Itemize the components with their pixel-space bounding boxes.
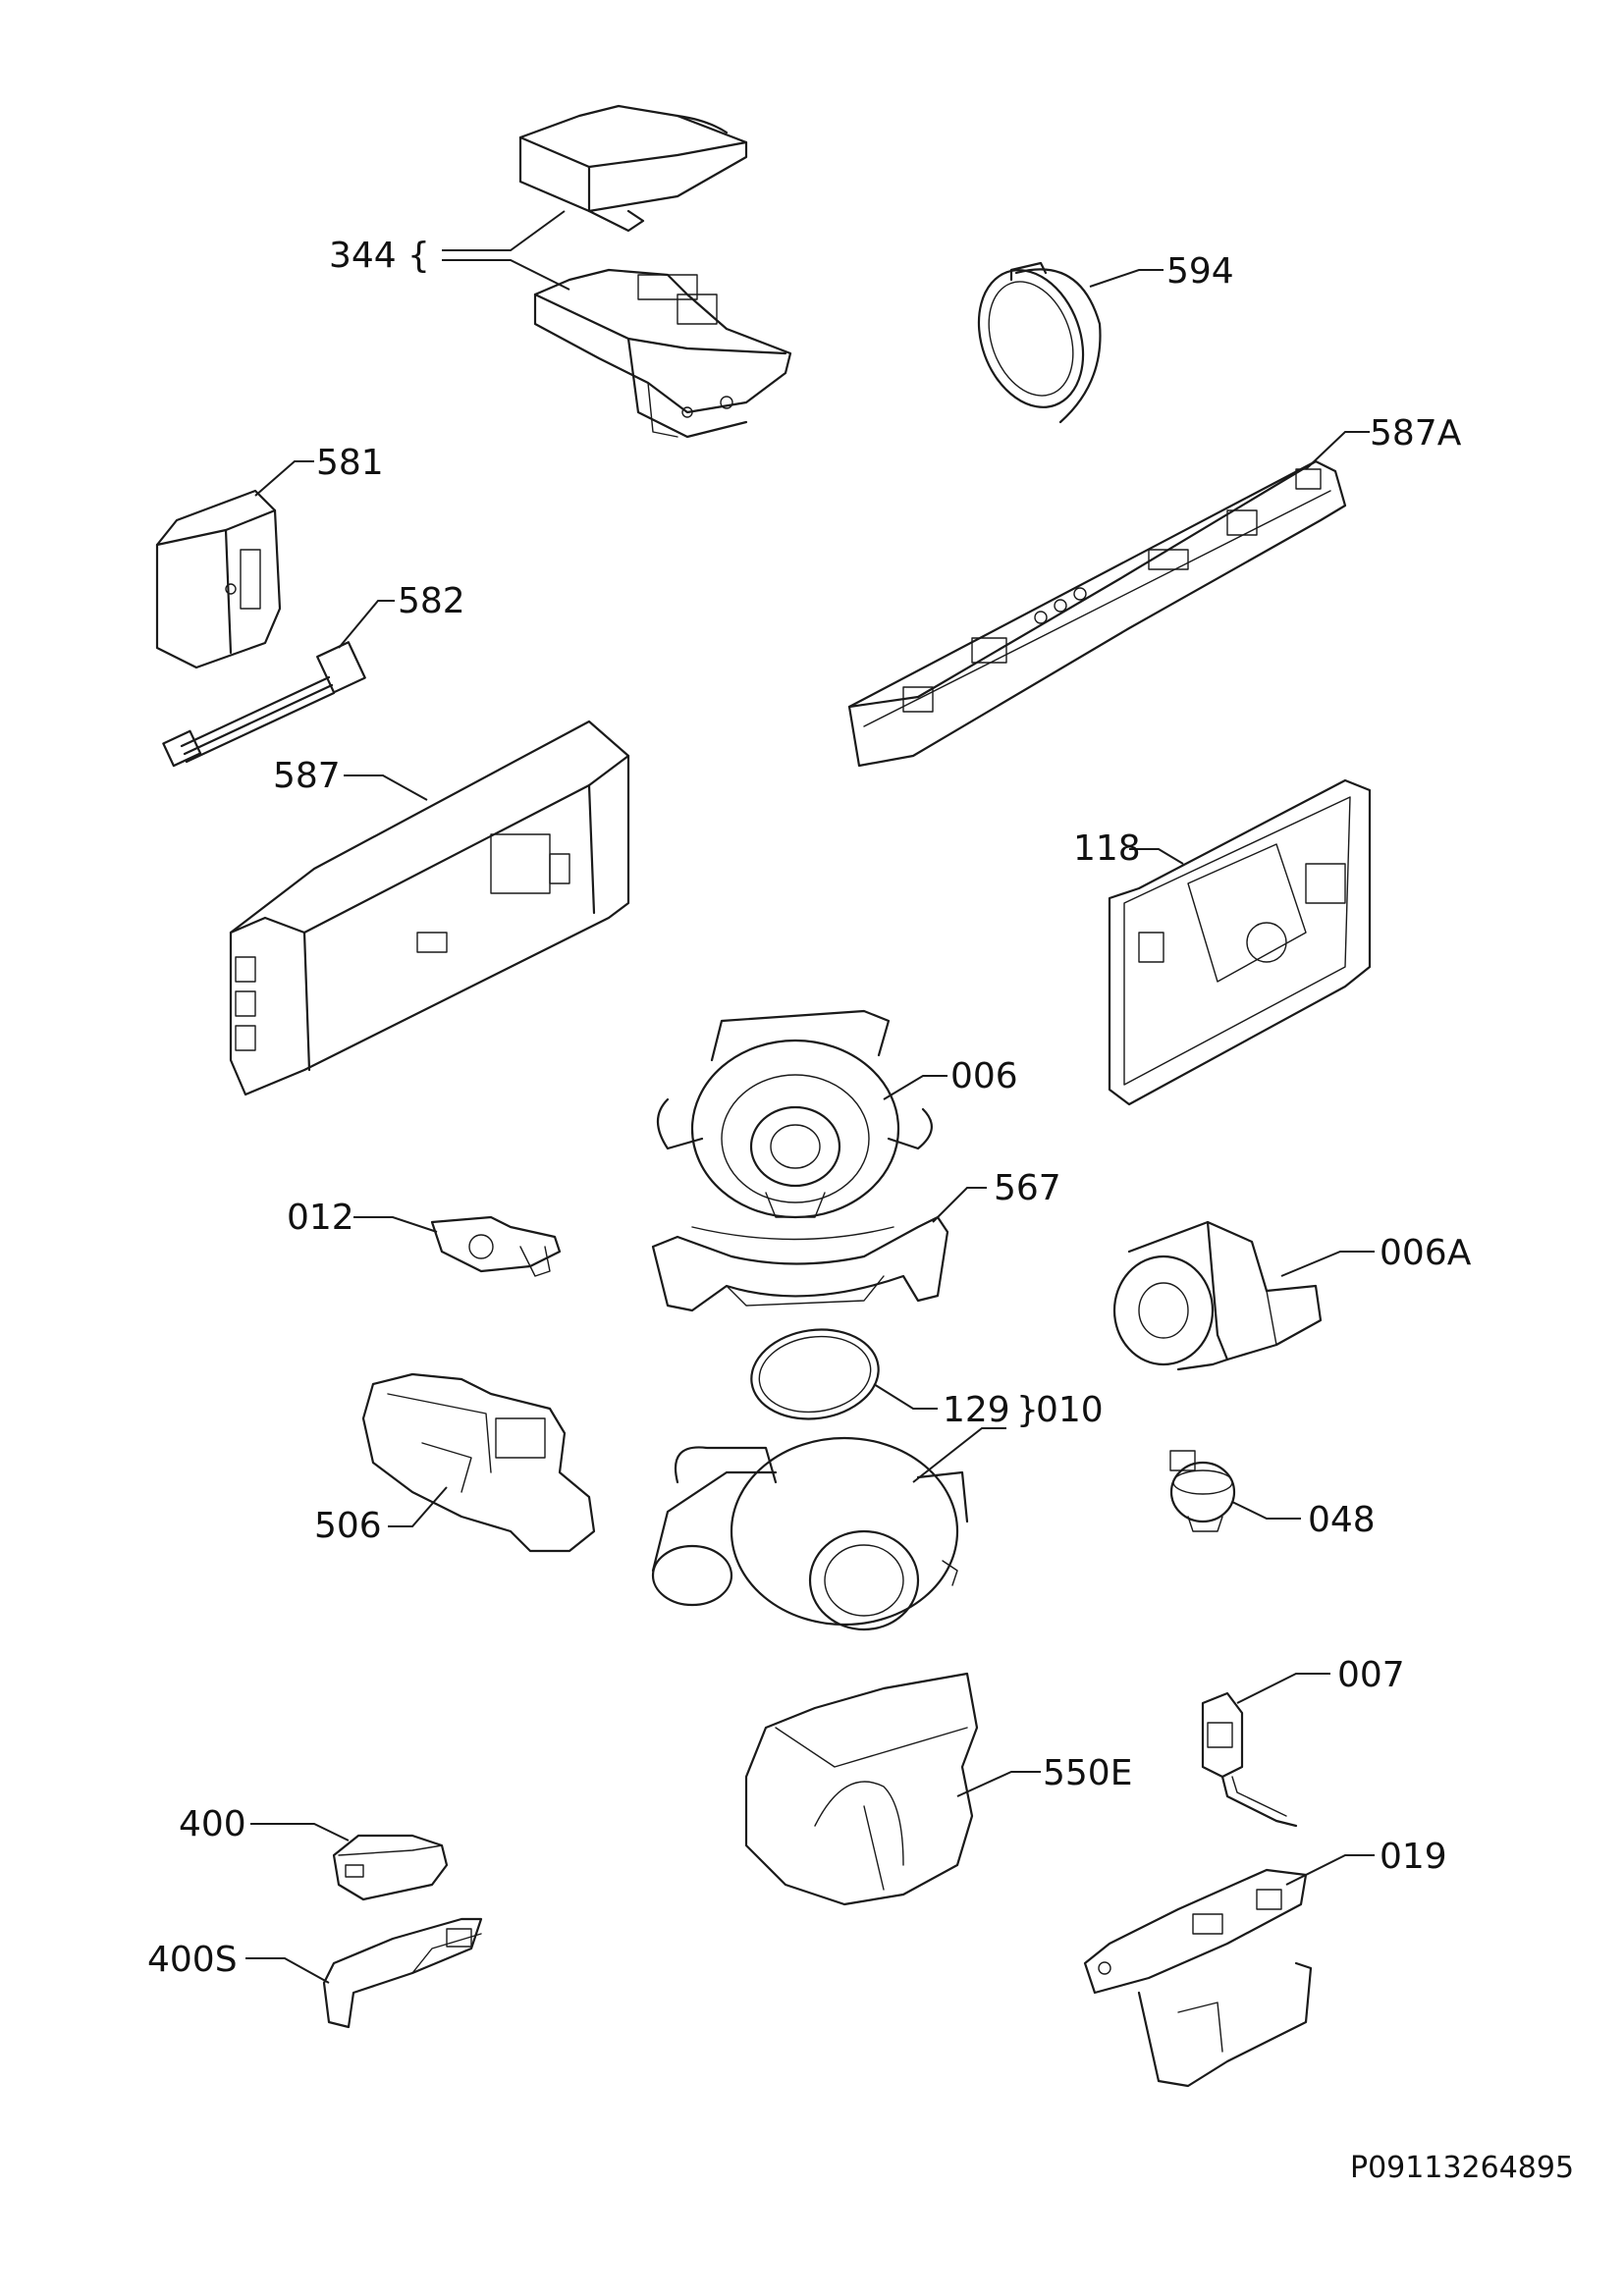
- label-400S: 400S: [147, 1940, 238, 1980]
- leader-010: [912, 1427, 1006, 1483]
- leader-567: [932, 1187, 987, 1223]
- reference-code: P09113264895: [1350, 2151, 1574, 2185]
- leader-006A: [1280, 1251, 1375, 1277]
- leader-129: [873, 1383, 938, 1410]
- part-587A-control-bar: [847, 459, 1347, 768]
- label-400: 400: [179, 1804, 246, 1844]
- leader-118: [1129, 848, 1184, 865]
- leader-400: [250, 1823, 350, 1842]
- label-506: 506: [314, 1506, 382, 1546]
- part-129-seal: [750, 1328, 880, 1420]
- part-582-cable: [162, 641, 366, 768]
- label-019: 019: [1380, 1837, 1447, 1877]
- leader-007: [1236, 1673, 1330, 1704]
- label-581: 581: [316, 443, 384, 483]
- part-550E-cover: [744, 1672, 979, 1906]
- label-129: 129: [943, 1390, 1010, 1430]
- part-012-sensor: [430, 1215, 562, 1277]
- part-594-cap: [977, 261, 1102, 424]
- label-594: 594: [1166, 251, 1234, 292]
- label-006A: 006A: [1380, 1233, 1472, 1273]
- part-344-cover: [518, 104, 748, 233]
- label-587A: 587A: [1370, 413, 1462, 454]
- leader-506: [388, 1486, 448, 1527]
- part-344-dispenser: [533, 268, 792, 439]
- label-582: 582: [398, 581, 465, 621]
- label-007: 007: [1337, 1655, 1405, 1695]
- leader-012: [353, 1216, 438, 1233]
- label-567: 567: [994, 1168, 1061, 1208]
- label-344: 344: [329, 236, 397, 276]
- part-006-pump: [656, 1009, 933, 1219]
- leader-594: [1089, 269, 1164, 288]
- part-048-sensor: [1169, 1450, 1236, 1532]
- leader-006: [883, 1075, 947, 1100]
- part-019-bracket: [1083, 1868, 1313, 2088]
- brace-010: }: [1016, 1390, 1039, 1430]
- leader-582: [338, 600, 395, 649]
- leader-587: [344, 774, 428, 801]
- leader-048: [1231, 1501, 1301, 1520]
- part-400-box: [332, 1834, 449, 1901]
- part-587-electronic-box: [229, 720, 630, 1096]
- label-118: 118: [1073, 828, 1141, 869]
- label-550E: 550E: [1043, 1753, 1132, 1793]
- part-400S-holder: [322, 1917, 483, 2029]
- leader-019: [1285, 1854, 1375, 1886]
- label-010: 010: [1036, 1390, 1104, 1430]
- part-506-holder: [361, 1372, 596, 1553]
- leader-587A: [1305, 431, 1370, 470]
- label-048: 048: [1308, 1500, 1376, 1540]
- brace-344: {: [407, 236, 430, 276]
- leader-550E: [956, 1771, 1041, 1797]
- label-587: 587: [273, 756, 341, 796]
- leader-581: [254, 460, 314, 497]
- part-581-module: [155, 489, 282, 669]
- part-118-dispenser: [1108, 778, 1372, 1106]
- label-012: 012: [287, 1198, 354, 1238]
- part-567-bracket: [651, 1215, 949, 1312]
- leader-344-bottom: [442, 259, 570, 291]
- part-010-circulation-pump: [651, 1436, 969, 1631]
- leader-344-top: [442, 210, 566, 251]
- leader-400S: [245, 1957, 330, 1984]
- part-006A-drain-pump: [1112, 1220, 1323, 1371]
- label-006: 006: [950, 1056, 1018, 1096]
- part-007-switch: [1201, 1691, 1298, 1828]
